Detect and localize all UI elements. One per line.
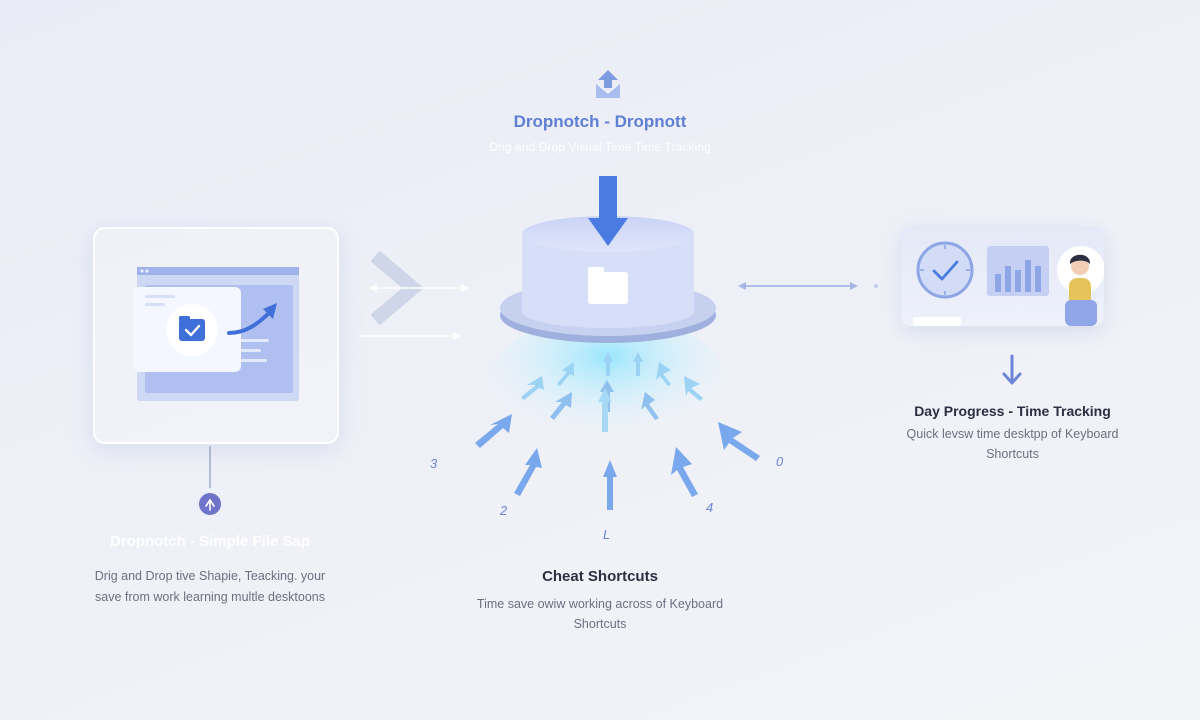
center-panel-description: Time save owiw working across of Keyboar… — [476, 597, 724, 631]
number-label-2: 2 — [500, 503, 508, 518]
file-window-illustration — [133, 267, 299, 401]
header-title: Dropnotch - Dropnott — [513, 112, 687, 131]
right-panel-description: Quick levsw time desktpp of Keyboard Sho… — [906, 427, 1119, 461]
right-progress-card[interactable] — [901, 226, 1105, 326]
center-panel-title: Cheat Shortcuts — [542, 568, 658, 585]
right-panel-title: Day Progress - Time Tracking — [914, 403, 1111, 419]
left-flow-arrows — [359, 250, 469, 340]
progress-card-illustration — [913, 241, 1105, 326]
right-flow-arrow — [738, 282, 878, 290]
left-panel-description: Drig and Drop tive Shapie, Teacking. you… — [94, 569, 326, 604]
number-label-4: 4 — [706, 500, 714, 515]
header-subtitle: Drig and Drop Visual Time Time Tracking — [489, 140, 711, 154]
left-file-card[interactable] — [93, 227, 339, 444]
down-arrow-icon — [1002, 354, 1022, 385]
left-panel-title: Dropnotch - Simple File Sap — [109, 533, 311, 550]
number-label-5: 0 — [776, 454, 784, 469]
number-label-1: 3 — [430, 456, 438, 471]
upload-icon — [596, 70, 620, 98]
number-label-3: L — [603, 527, 611, 542]
left-connector — [199, 446, 221, 515]
radiating-arrows — [475, 352, 760, 510]
